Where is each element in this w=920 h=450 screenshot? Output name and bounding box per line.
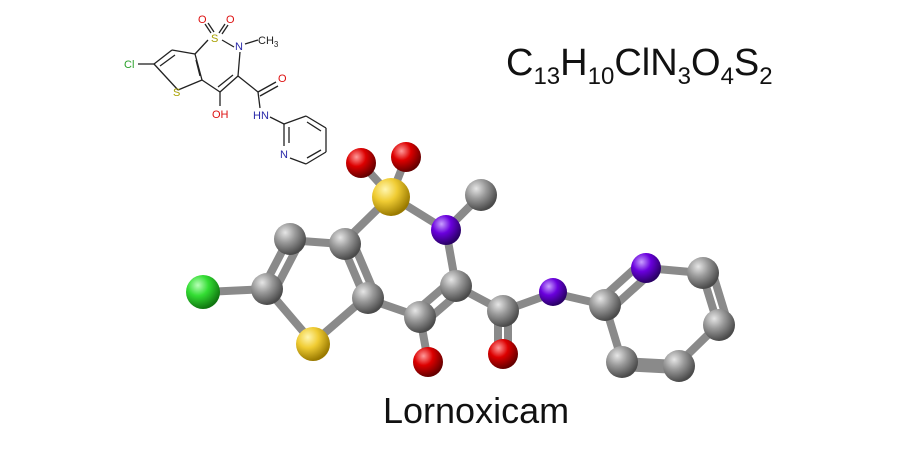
label-pyridine-nitrogen: N — [280, 149, 288, 161]
atom-carbon-pyridine-3 — [606, 346, 638, 378]
structure-2d-labels: Cl S S O O N CH3 OH O HN N — [124, 14, 288, 161]
label-ring-nitrogen: N — [235, 41, 243, 53]
label-amide: HN — [253, 110, 269, 122]
atom-oxygen-carbonyl — [488, 339, 518, 369]
label-sulfonyl-oxygen-left: O — [198, 14, 207, 26]
atom-sulfur-thiophene — [296, 327, 330, 361]
label-chlorine: Cl — [124, 59, 134, 71]
label-methyl: CH3 — [258, 35, 279, 49]
atom-oxygen-hydroxyl — [413, 347, 443, 377]
atom-carbon-methyl — [465, 179, 497, 211]
atom-nitrogen-ring — [431, 215, 461, 245]
formula-element: O — [691, 42, 721, 84]
formula-subscript: 10 — [587, 63, 615, 90]
formula-subscript: 13 — [533, 63, 561, 90]
formula-subscript: 2 — [759, 63, 773, 90]
formula-element: S — [733, 42, 760, 84]
atom-sulfur-sulfonyl — [372, 178, 410, 216]
atom-oxygen-sulfonyl-right — [391, 142, 421, 172]
atom-carbon-pyridine-2 — [589, 289, 621, 321]
label-hydroxyl: OH — [212, 109, 229, 121]
formula-subscript: 4 — [720, 63, 734, 90]
atom-carbon-ring-1 — [440, 270, 472, 302]
atom-carbon-fused-1 — [329, 228, 361, 260]
ball-and-stick-model — [186, 142, 735, 382]
atom-carbon-pyridine-6 — [687, 257, 719, 289]
atom-chlorine — [186, 275, 220, 309]
label-sulfonyl-oxygen-right: O — [226, 14, 235, 26]
formula-element: H — [560, 42, 588, 84]
atom-carbon-pyridine-5 — [703, 309, 735, 341]
atom-carbon-ring-2 — [404, 301, 436, 333]
model-atoms — [186, 142, 735, 382]
atom-carbon-fused-2 — [352, 282, 384, 314]
atom-carbon-pyridine-4 — [663, 350, 695, 382]
atom-oxygen-sulfonyl-left — [346, 148, 376, 178]
atom-carbon-thiophene-2 — [274, 223, 306, 255]
molecular-formula: C13H10ClN3O4S2 — [506, 42, 773, 89]
atom-carbon-thiophene-1 — [251, 273, 283, 305]
atom-carbon-amide — [487, 295, 519, 327]
label-carbonyl-oxygen: O — [278, 73, 287, 85]
compound-name: Lornoxicam — [383, 390, 570, 431]
formula-element: ClN — [614, 42, 678, 84]
atom-nitrogen-pyridine — [631, 253, 661, 283]
label-ring-sulfur: S — [173, 87, 180, 99]
formula-element: C — [506, 42, 534, 84]
formula-subscript: 3 — [677, 63, 691, 90]
atom-nitrogen-amide — [539, 278, 567, 306]
structure-2d — [138, 22, 327, 165]
label-sulfonyl-sulfur: S — [211, 33, 218, 45]
